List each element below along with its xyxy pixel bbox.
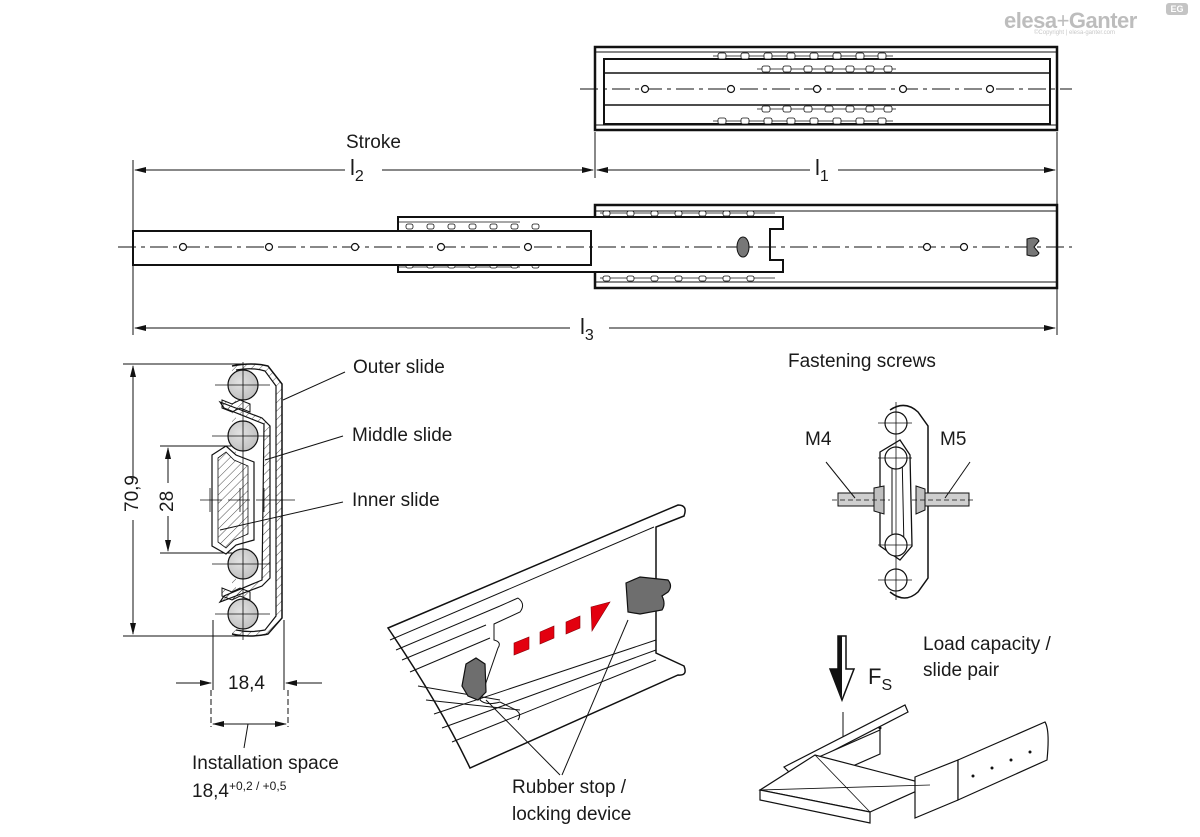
- stroke-label: Stroke: [346, 132, 401, 153]
- load-capacity-label-line1: Load capacity /: [923, 634, 1051, 655]
- extended-slide-view: [118, 203, 1072, 290]
- fastening-screws-drawing: [825, 402, 974, 600]
- l2-base: l: [350, 155, 355, 180]
- l1-subscript: 1: [819, 168, 829, 185]
- direction-arrow: [513, 601, 611, 656]
- force-subscript: S: [881, 677, 893, 694]
- copyright-text: ©Copyright | elesa-ganter.com: [1034, 30, 1116, 36]
- dimension-l2: l2: [350, 157, 364, 185]
- l1-base: l: [815, 155, 820, 180]
- installation-space-label: Installation space: [192, 753, 339, 774]
- outer-slide-label: Outer slide: [353, 357, 445, 378]
- dimension-lines-top: [132, 132, 1058, 335]
- mounting-holes: [640, 84, 995, 94]
- width-dimension: 18,4: [228, 673, 265, 694]
- l3-subscript: 3: [584, 327, 594, 344]
- installation-space-value: 18,4+0,2 / +0,5: [192, 780, 286, 801]
- inner-slide-label: Inner slide: [352, 490, 440, 511]
- middle-slide-label: Middle slide: [352, 425, 453, 446]
- locking-device-right: [625, 576, 672, 615]
- dimension-l3: l3: [580, 316, 594, 344]
- l3-base: l: [580, 314, 585, 339]
- installation-value: 18,4: [192, 781, 229, 802]
- l2-subscript: 2: [354, 168, 364, 185]
- height-dimension: 70,9: [122, 475, 143, 512]
- force-base: F: [868, 664, 882, 689]
- center-distance-dimension: 28: [157, 490, 178, 512]
- rubber-stop-label-line1: Rubber stop /: [512, 777, 627, 798]
- dimension-l1: l1: [815, 157, 829, 185]
- load-capacity-drawing: [758, 635, 1049, 824]
- logo-brand-right: Ganter: [1068, 8, 1137, 33]
- rubber-stop-label-line2: locking device: [512, 804, 632, 825]
- m5-screw-label: M5: [940, 429, 967, 450]
- rubber-stop-left: [461, 657, 487, 701]
- installation-tolerance: +0,2 / +0,5: [228, 779, 287, 793]
- load-capacity-label-line2: slide pair: [923, 660, 1000, 681]
- eg-badge: EG: [1166, 3, 1188, 15]
- logo-plus: +: [1056, 8, 1070, 33]
- elesa-ganter-logo: elesa+Ganter: [1004, 8, 1137, 34]
- fastening-screws-title: Fastening screws: [788, 351, 936, 372]
- cage-balls: [717, 52, 893, 125]
- force-label: FS: [868, 666, 892, 694]
- cross-section-drawing: [123, 362, 346, 749]
- m4-screw-label: M4: [805, 429, 832, 450]
- logo-brand-left: elesa: [1004, 8, 1057, 33]
- closed-slide-view: [580, 45, 1072, 132]
- stop-detail-drawing: [386, 504, 686, 776]
